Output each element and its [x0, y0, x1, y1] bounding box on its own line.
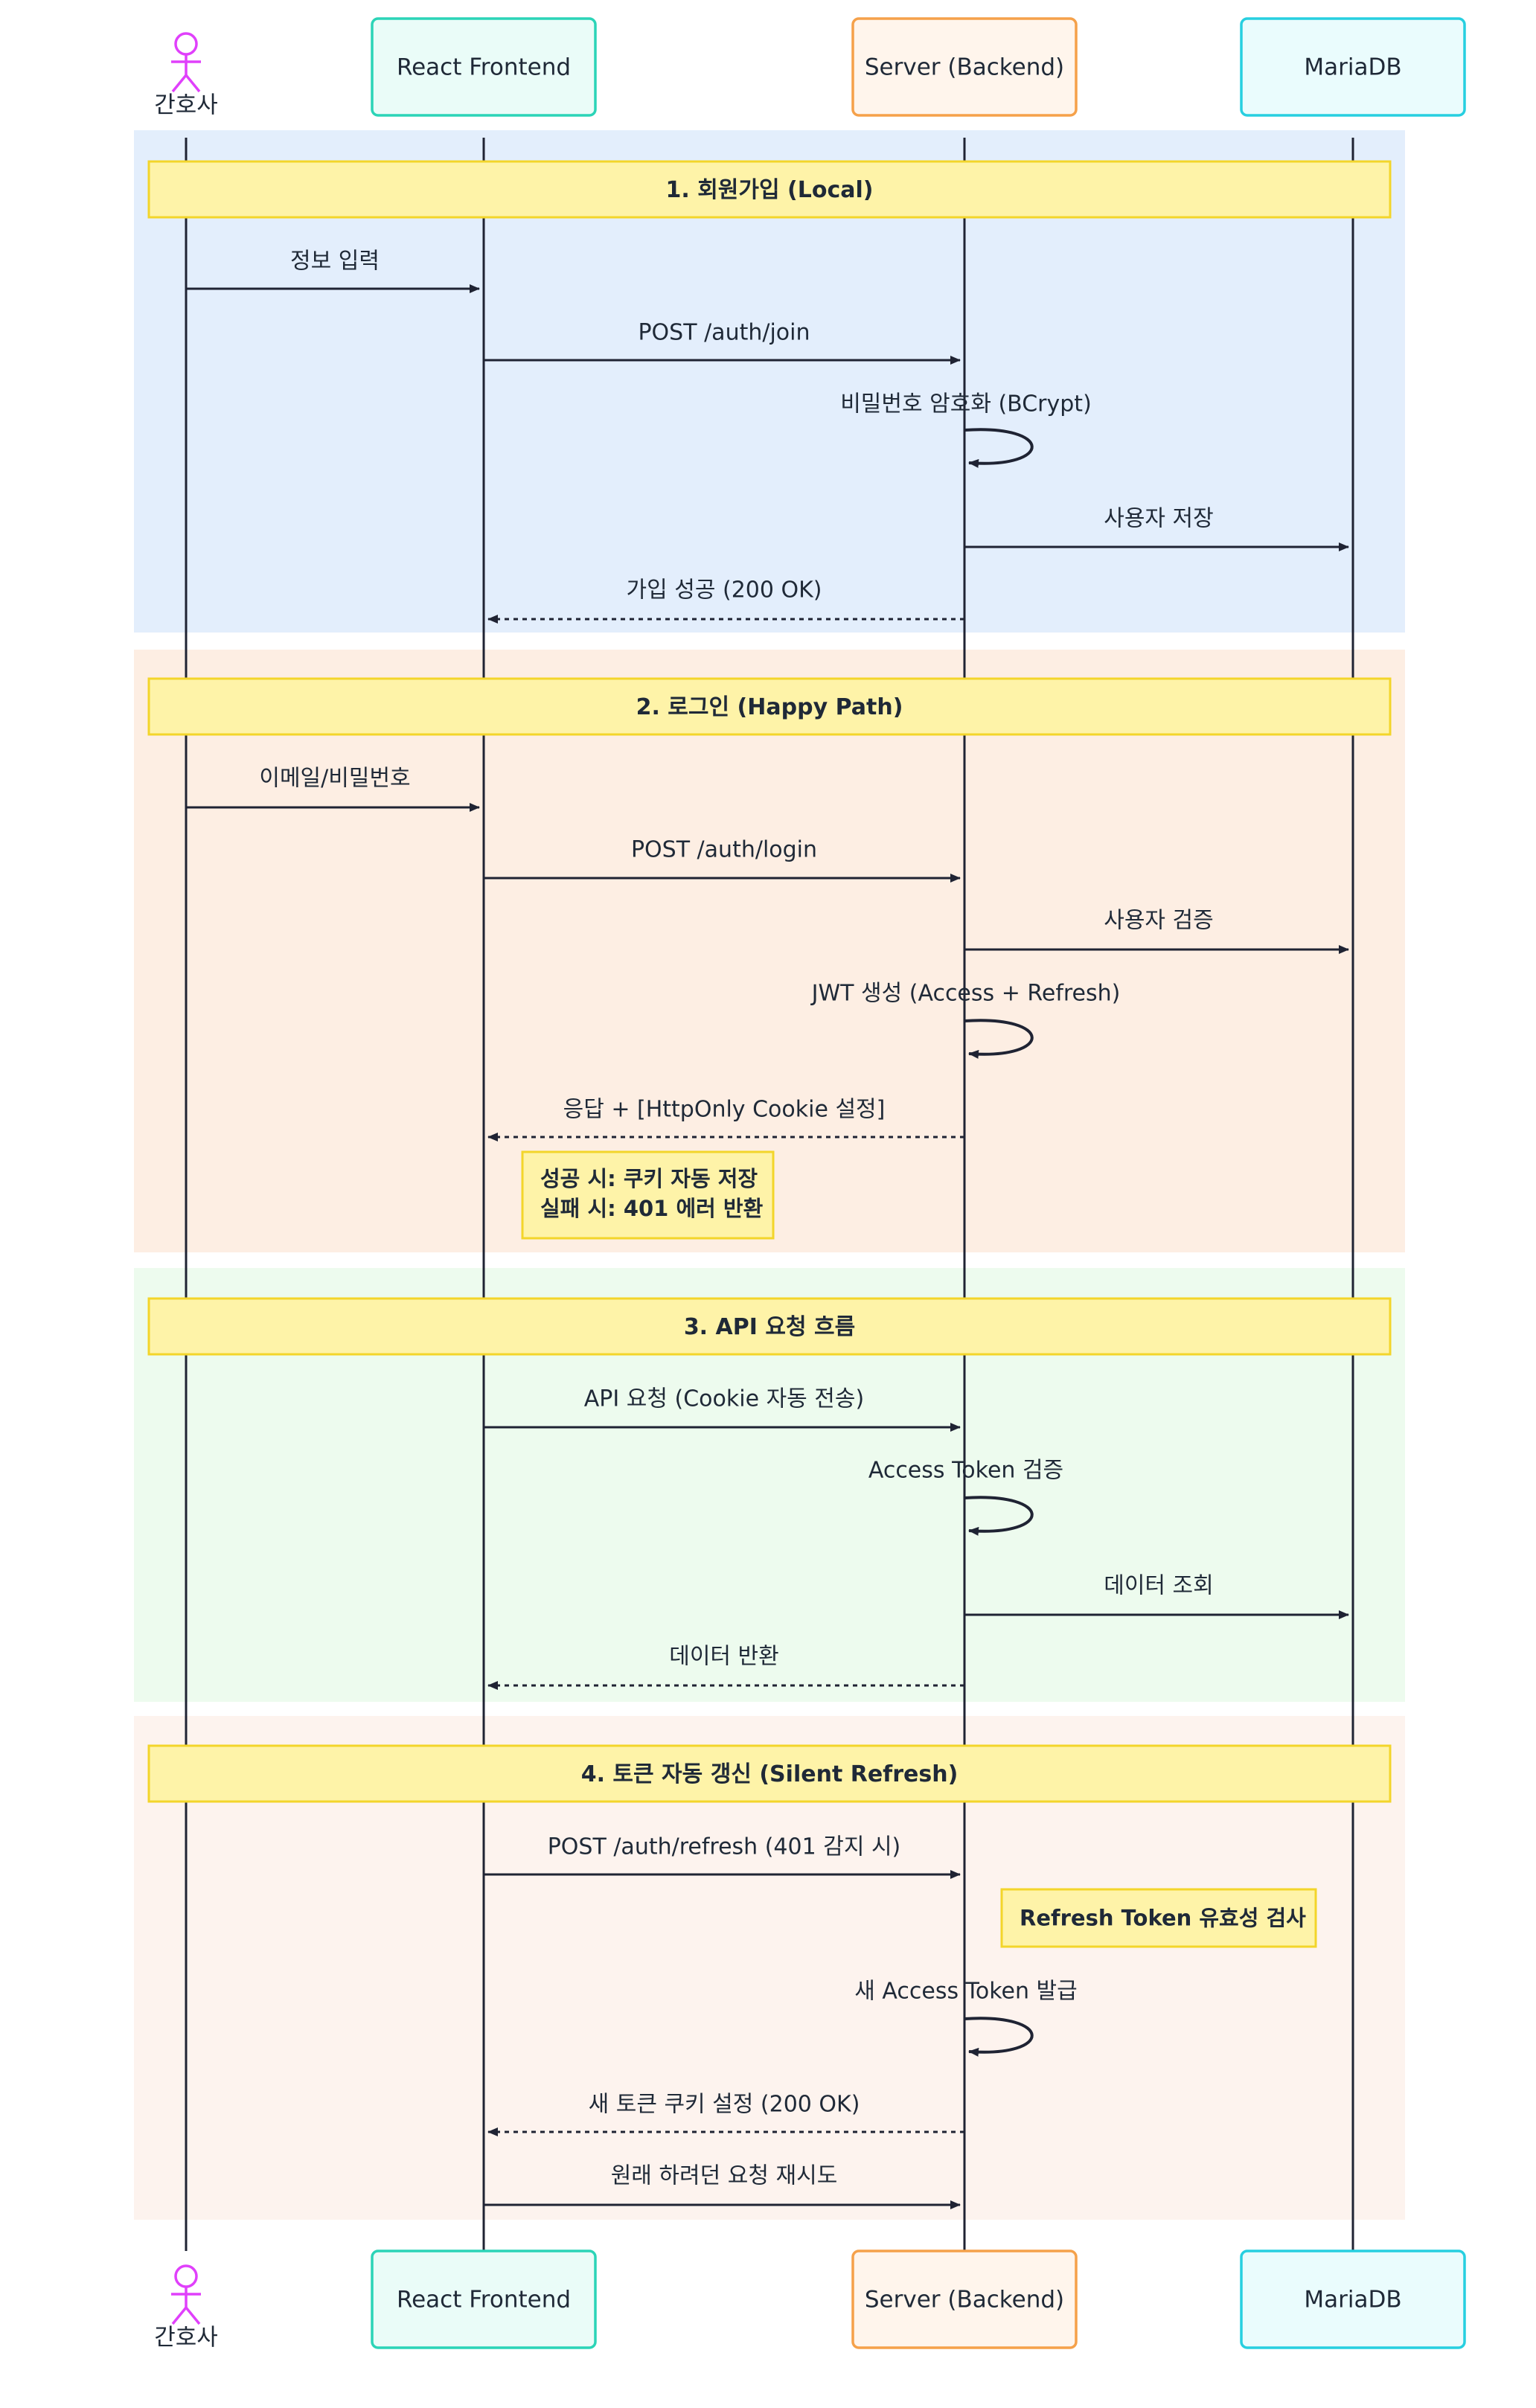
message-label: POST /auth/login	[631, 837, 817, 863]
section-title-bar	[147, 1297, 1392, 1356]
note: Refresh Token 유효성 검사	[1000, 1888, 1317, 1948]
actor-frontend-bottom: React Frontend	[371, 2250, 597, 2349]
message-label: 새 토큰 쿠키 설정 (200 OK)	[589, 2092, 860, 2118]
note-box	[521, 1150, 775, 1240]
message: 원래 하려던 요청 재시도	[484, 2163, 961, 2209]
section-title-bar	[147, 1744, 1392, 1803]
actor-box	[1240, 17, 1466, 117]
message: 비밀번호 암호화 (BCrypt)	[840, 391, 1092, 468]
message-label: JWT 생성 (Access + Refresh)	[810, 981, 1121, 1007]
message-label: Access Token 검증	[868, 1458, 1063, 1484]
message-label: 정보 입력	[290, 249, 380, 275]
section-title-text: 1. 회원가입 (Local)	[665, 177, 873, 203]
message-label: 비밀번호 암호화 (BCrypt)	[840, 391, 1092, 417]
message: Access Token 검증	[868, 1458, 1063, 1536]
message: 사용자 저장	[964, 506, 1349, 551]
actor-label: React Frontend	[397, 2287, 571, 2313]
message-label: 데이터 반환	[669, 1644, 779, 1670]
section-title-text: 2. 로그인 (Happy Path)	[636, 694, 903, 720]
actor-label: Server (Backend)	[865, 2287, 1064, 2313]
actor-label: MariaDB	[1304, 2287, 1401, 2313]
actor-label: React Frontend	[397, 54, 571, 81]
actor-db-top: MariaDB	[1240, 17, 1466, 117]
message: 데이터 반환	[487, 1644, 964, 1690]
note-box	[1000, 1888, 1317, 1948]
message: 이메일/비밀번호	[186, 766, 480, 812]
person-icon	[171, 2264, 201, 2325]
message-label: POST /auth/join	[638, 320, 810, 346]
section-title-bar	[147, 160, 1392, 219]
section-title-bar	[147, 677, 1392, 736]
section-title: 2. 로그인 (Happy Path)	[147, 677, 1392, 736]
message-label: API 요청 (Cookie 자동 전송)	[584, 1386, 864, 1412]
actor-label: 간호사	[154, 2325, 218, 2351]
self-message-loop	[964, 1496, 1034, 1536]
message: 사용자 검증	[964, 908, 1349, 954]
section-title-text: 4. 토큰 자동 갱신 (Silent Refresh)	[581, 1761, 959, 1787]
message-label: 가입 성공 (200 OK)	[627, 577, 822, 603]
message-label: POST /auth/refresh (401 감지 시)	[548, 1834, 901, 1860]
note-line: 성공 시: 쿠키 자동 저장	[540, 1166, 758, 1191]
person-icon	[171, 32, 201, 93]
actor-nurse-bottom: 간호사	[154, 2264, 218, 2351]
section-title-text: 3. API 요청 흐름	[684, 1314, 855, 1340]
message: 새 토큰 쿠키 설정 (200 OK)	[487, 2092, 964, 2136]
actor-box	[1240, 2250, 1466, 2349]
message: JWT 생성 (Access + Refresh)	[810, 981, 1121, 1059]
message: POST /auth/login	[484, 837, 961, 883]
message-label: 이메일/비밀번호	[259, 766, 410, 792]
actor-server-bottom: Server (Backend)	[851, 2250, 1078, 2349]
actor-label: MariaDB	[1304, 54, 1401, 81]
actor-frontend-top: React Frontend	[371, 17, 597, 117]
message-label: 데이터 조회	[1104, 1573, 1214, 1599]
message: 가입 성공 (200 OK)	[487, 577, 964, 624]
section-title: 1. 회원가입 (Local)	[147, 160, 1392, 219]
message-label: 응답 + [HttpOnly Cookie 설정]	[563, 1097, 886, 1123]
message-label: 사용자 저장	[1104, 506, 1214, 532]
message-label: 원래 하려던 요청 재시도	[611, 2163, 838, 2189]
message: 새 Access Token 발급	[854, 1979, 1078, 2057]
actor-nurse-top: 간호사	[154, 32, 218, 119]
message-label: 사용자 검증	[1104, 908, 1214, 934]
self-message-loop	[964, 2017, 1034, 2057]
actor-db-bottom: MariaDB	[1240, 2250, 1466, 2349]
section-title: 3. API 요청 흐름	[147, 1297, 1392, 1356]
actor-label: Server (Backend)	[865, 54, 1064, 81]
message: 응답 + [HttpOnly Cookie 설정]	[487, 1097, 964, 1141]
actor-box	[851, 17, 1078, 117]
self-message-loop	[964, 428, 1034, 468]
section-title: 4. 토큰 자동 갱신 (Silent Refresh)	[147, 1744, 1392, 1803]
message: API 요청 (Cookie 자동 전송)	[484, 1386, 961, 1432]
actor-label: 간호사	[154, 92, 218, 119]
actor-server-top: Server (Backend)	[851, 17, 1078, 117]
message: 데이터 조회	[964, 1573, 1349, 1619]
actor-box	[371, 17, 597, 117]
note-line: 실패 시: 401 에러 반환	[540, 1196, 764, 1221]
message: POST /auth/refresh (401 감지 시)	[484, 1834, 961, 1879]
message-label: 새 Access Token 발급	[854, 1979, 1077, 2005]
message: 정보 입력	[186, 249, 480, 293]
message: POST /auth/join	[484, 320, 961, 365]
self-message-loop	[964, 1019, 1034, 1059]
actor-box	[851, 2250, 1078, 2349]
actor-box	[371, 2250, 597, 2349]
note-line: Refresh Token 유효성 검사	[1020, 1906, 1306, 1931]
